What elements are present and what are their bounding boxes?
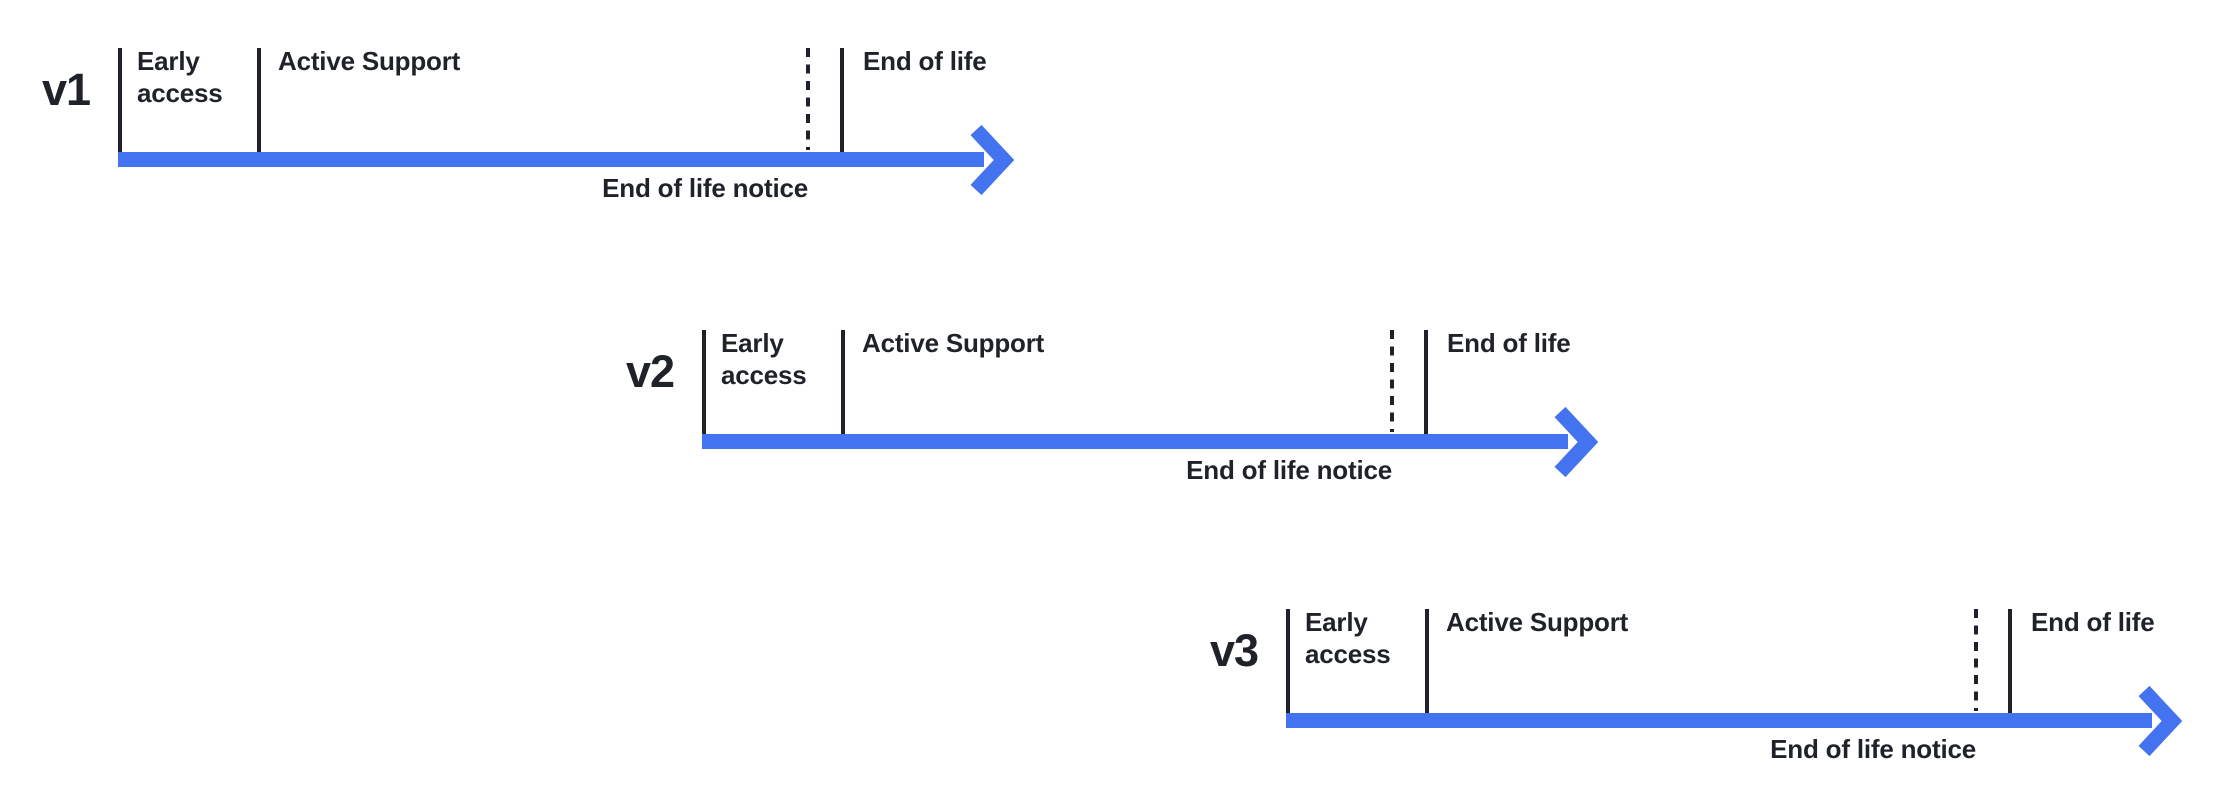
early-access-label: Early access [721, 328, 807, 390]
timeline-graphic-v1 [118, 48, 1015, 196]
early-access-label: Early access [1305, 607, 1391, 669]
end-of-life-label: End of life [1447, 328, 1571, 358]
end-of-life-notice-label: End of life notice [1770, 734, 1976, 764]
version-label-v2: v2 [625, 346, 675, 397]
active-support-label: Active Support [278, 46, 461, 76]
timeline-graphic-v3 [1286, 609, 2183, 757]
version-label-v3: v3 [1209, 625, 1259, 676]
timeline-v2: v2 Early access Active Support End of li… [602, 309, 1617, 504]
version-label-v1: v1 [41, 64, 91, 115]
early-access-label: Early access [137, 46, 223, 108]
timeline-bar [118, 152, 984, 167]
end-of-life-notice-label: End of life notice [602, 173, 808, 203]
active-support-label: Active Support [1446, 607, 1629, 637]
arrowhead-icon [970, 124, 1015, 196]
arrowhead-icon [1554, 406, 1599, 478]
timeline-bar [1286, 713, 2152, 728]
timeline-bar [702, 434, 1568, 449]
timeline-v1: v1 Early access Active Support End of li… [18, 27, 1033, 222]
end-of-life-label: End of life [863, 46, 987, 76]
end-of-life-notice-label: End of life notice [1186, 455, 1392, 485]
timeline-v3: v3 Early access Active Support End of li… [1186, 588, 2201, 783]
active-support-label: Active Support [862, 328, 1045, 358]
end-of-life-label: End of life [2031, 607, 2155, 637]
arrowhead-icon [2138, 685, 2183, 757]
timeline-graphic-v2 [702, 330, 1599, 478]
